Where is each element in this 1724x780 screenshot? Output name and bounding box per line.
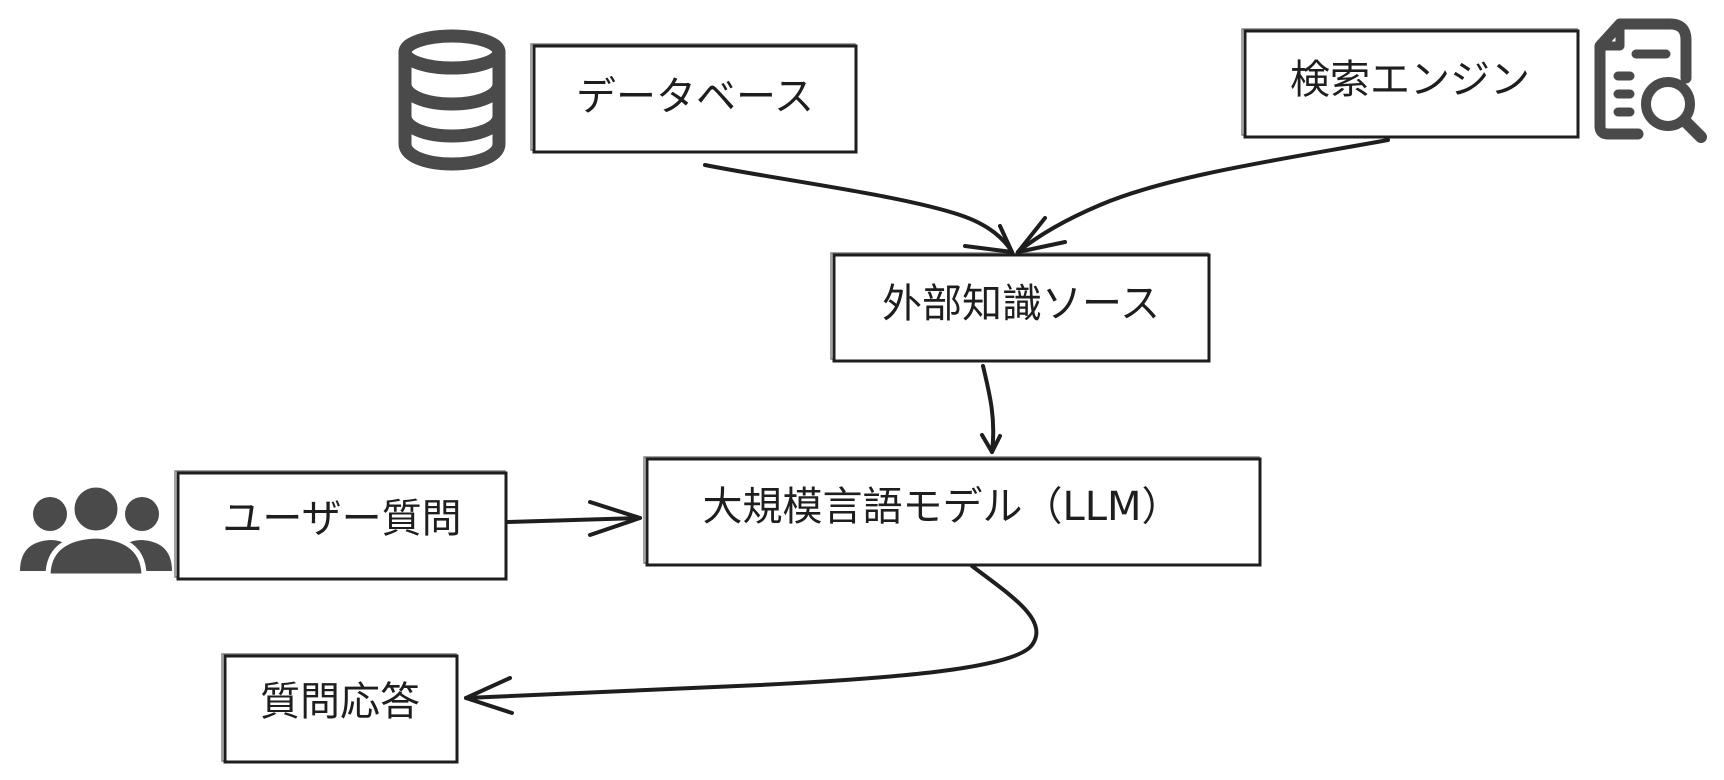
- node-search-engine[interactable]: 検索エンジン: [1241, 28, 1580, 139]
- node-qa-answer-label: 質問応答: [260, 679, 420, 725]
- edge-user-to-llm: [506, 500, 642, 537]
- node-search-engine-label: 検索エンジン: [1290, 57, 1530, 103]
- node-database-label: データベース: [576, 74, 814, 120]
- edge-database-to-knowledge: [703, 163, 1014, 254]
- users-icon: [20, 482, 172, 579]
- edge-search-to-knowledge: [1016, 138, 1390, 254]
- node-user-question[interactable]: ユーザー質問: [174, 470, 508, 581]
- node-external-knowledge-label: 外部知識ソース: [882, 281, 1160, 327]
- node-llm[interactable]: 大規模言語モデル（LLM）: [643, 456, 1262, 567]
- node-llm-label: 大規模言語モデル（LLM）: [702, 484, 1181, 530]
- node-user-question-label: ユーザー質問: [222, 496, 461, 542]
- edge-knowledge-to-llm: [980, 364, 1002, 454]
- document-search-icon: [1594, 18, 1707, 143]
- database-icon: [398, 29, 506, 171]
- node-qa-answer[interactable]: 質問応答: [221, 653, 459, 764]
- node-database[interactable]: データベース: [530, 43, 858, 154]
- edges: [464, 138, 1390, 715]
- edge-llm-to-answer: [464, 564, 1039, 715]
- node-external-knowledge[interactable]: 外部知識ソース: [830, 252, 1211, 363]
